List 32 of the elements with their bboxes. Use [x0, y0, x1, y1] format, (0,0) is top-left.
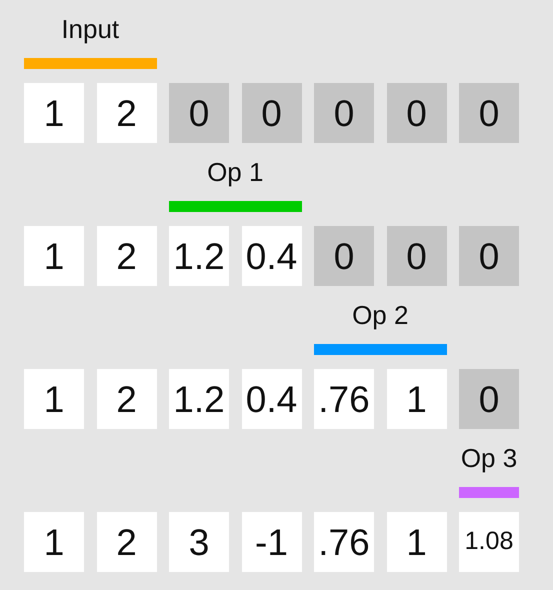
value-cell: 2 — [96, 512, 156, 572]
value-cell: 2 — [96, 83, 156, 143]
value-cell: 0 — [459, 369, 519, 429]
value-cell: 0.4 — [242, 369, 302, 429]
value-cell: 2 — [96, 369, 156, 429]
value-cell: 1 — [24, 369, 84, 429]
value-cell: 0 — [169, 83, 229, 143]
value-cell: 1.2 — [169, 226, 229, 286]
value-cell: 1 — [24, 83, 84, 143]
value-cell: 1 — [386, 512, 446, 572]
value-cell: 0 — [459, 83, 519, 143]
value-cell: .76 — [314, 369, 374, 429]
value-cell: -1 — [242, 512, 302, 572]
value-cell: 0 — [386, 83, 446, 143]
value-cell: .76 — [314, 512, 374, 572]
value-cell: 0 — [314, 226, 374, 286]
value-cell: 0 — [242, 83, 302, 143]
value-cell: 1.2 — [169, 369, 229, 429]
value-cell: 0 — [386, 226, 446, 286]
value-cell: 0 — [459, 226, 519, 286]
value-cell: 1 — [386, 369, 446, 429]
value-cell: 1 — [24, 226, 84, 286]
value-cell: 0 — [314, 83, 374, 143]
step-label: Input — [61, 13, 120, 45]
step-label: Op 2 — [352, 299, 408, 331]
value-cell: 1 — [24, 512, 84, 572]
value-cell: 0.4 — [242, 226, 302, 286]
step-label: Op 1 — [207, 156, 264, 188]
step-label: Op 3 — [460, 442, 518, 474]
value-cell: 1.08 — [459, 512, 519, 572]
value-cell: 3 — [169, 512, 229, 572]
value-cell: 2 — [96, 226, 156, 286]
